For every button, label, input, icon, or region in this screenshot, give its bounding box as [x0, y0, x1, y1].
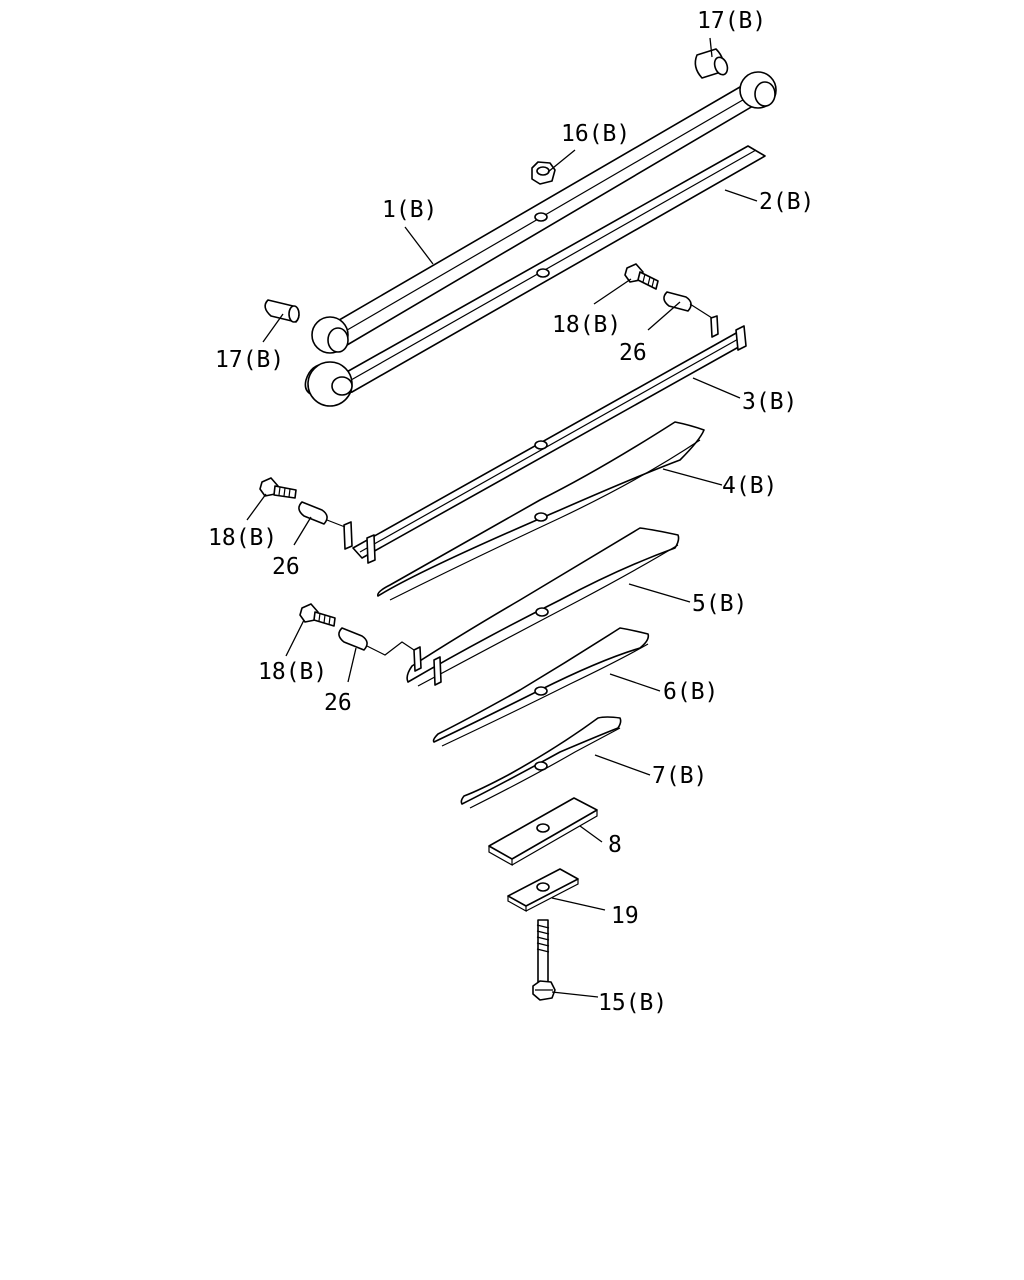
callout-18b-lower: 18(B) — [258, 659, 327, 685]
callout-16b: 16(B) — [561, 121, 630, 147]
callout-26-upper: 26 — [619, 340, 647, 366]
callout-6b: 6(B) — [663, 679, 718, 705]
spacer-26-lower — [338, 627, 415, 656]
callout-3b: 3(B) — [742, 389, 797, 415]
callout-1b: 1(B) — [382, 197, 437, 223]
callout-5b: 5(B) — [692, 591, 747, 617]
leaf-spring-1b — [311, 71, 777, 354]
callout-26-lower: 26 — [324, 690, 352, 716]
callout-labels: 17(B) 16(B) 1(B) 2(B) 17(B) 18(B) 26 3(B… — [208, 8, 814, 1016]
plate-8 — [488, 797, 598, 867]
callout-17b-top: 17(B) — [697, 8, 766, 34]
bolt-18b-middle — [259, 477, 297, 499]
leaf-spring-2b — [304, 145, 766, 407]
callout-8: 8 — [608, 832, 622, 858]
leaf-spring-4b — [376, 421, 705, 601]
spacer-26-middle — [298, 501, 346, 528]
leaf-spring-3b — [343, 315, 747, 564]
callout-4b: 4(B) — [722, 473, 777, 499]
callout-26-middle: 26 — [272, 554, 300, 580]
callout-15b: 15(B) — [598, 990, 667, 1016]
bolt-15b — [532, 919, 556, 1001]
leader-lines — [246, 37, 758, 998]
leaf-spring-5b — [406, 527, 680, 687]
plate-19 — [507, 868, 579, 913]
callout-7b: 7(B) — [652, 763, 707, 789]
callout-19: 19 — [611, 903, 639, 929]
bushing-17b-left — [264, 299, 300, 323]
bushing-17b-top — [694, 48, 729, 79]
bolt-18b-upper — [624, 263, 659, 290]
bolt-18b-lower — [299, 603, 336, 627]
spacer-26-upper — [663, 291, 713, 319]
callout-17b-left: 17(B) — [215, 347, 284, 373]
callout-18b-upper: 18(B) — [552, 312, 621, 338]
callout-2b: 2(B) — [759, 189, 814, 215]
leaf-spring-7b — [460, 716, 622, 809]
leaf-spring-6b — [432, 627, 650, 747]
nut-16b — [531, 161, 556, 185]
callout-18b-middle: 18(B) — [208, 525, 277, 551]
